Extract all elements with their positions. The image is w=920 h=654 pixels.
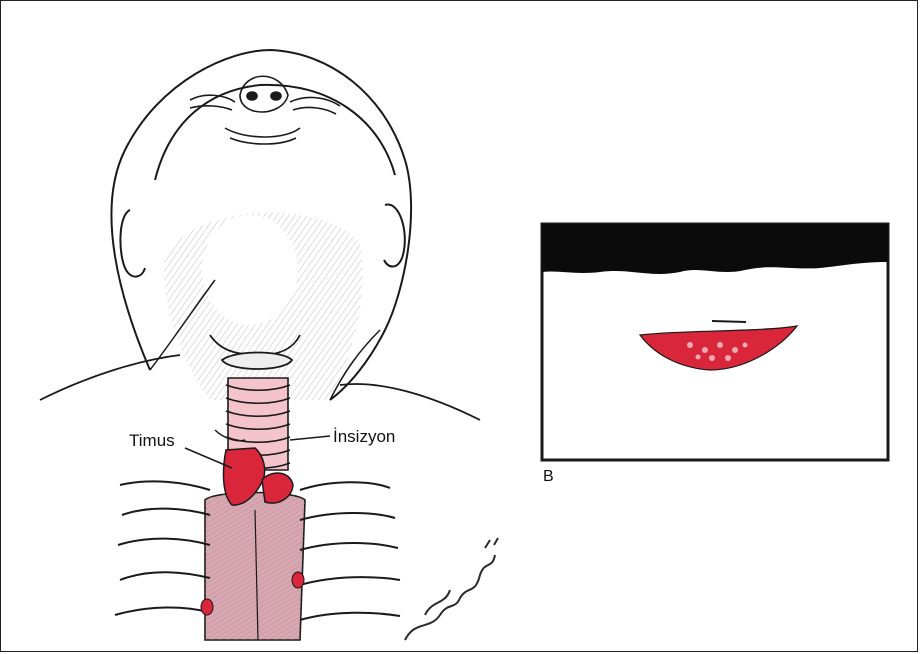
panel-b <box>542 224 888 460</box>
incision-label: İnsizyon <box>333 428 395 445</box>
thymus-label: Timus <box>129 432 175 449</box>
ribs-left <box>115 481 210 615</box>
ribs-right <box>300 482 400 620</box>
ear-right <box>384 205 405 267</box>
ear-left <box>120 210 145 277</box>
face-features <box>190 76 340 144</box>
signature <box>405 538 498 640</box>
sternum <box>205 493 305 641</box>
panel-b-label: B <box>543 469 554 485</box>
